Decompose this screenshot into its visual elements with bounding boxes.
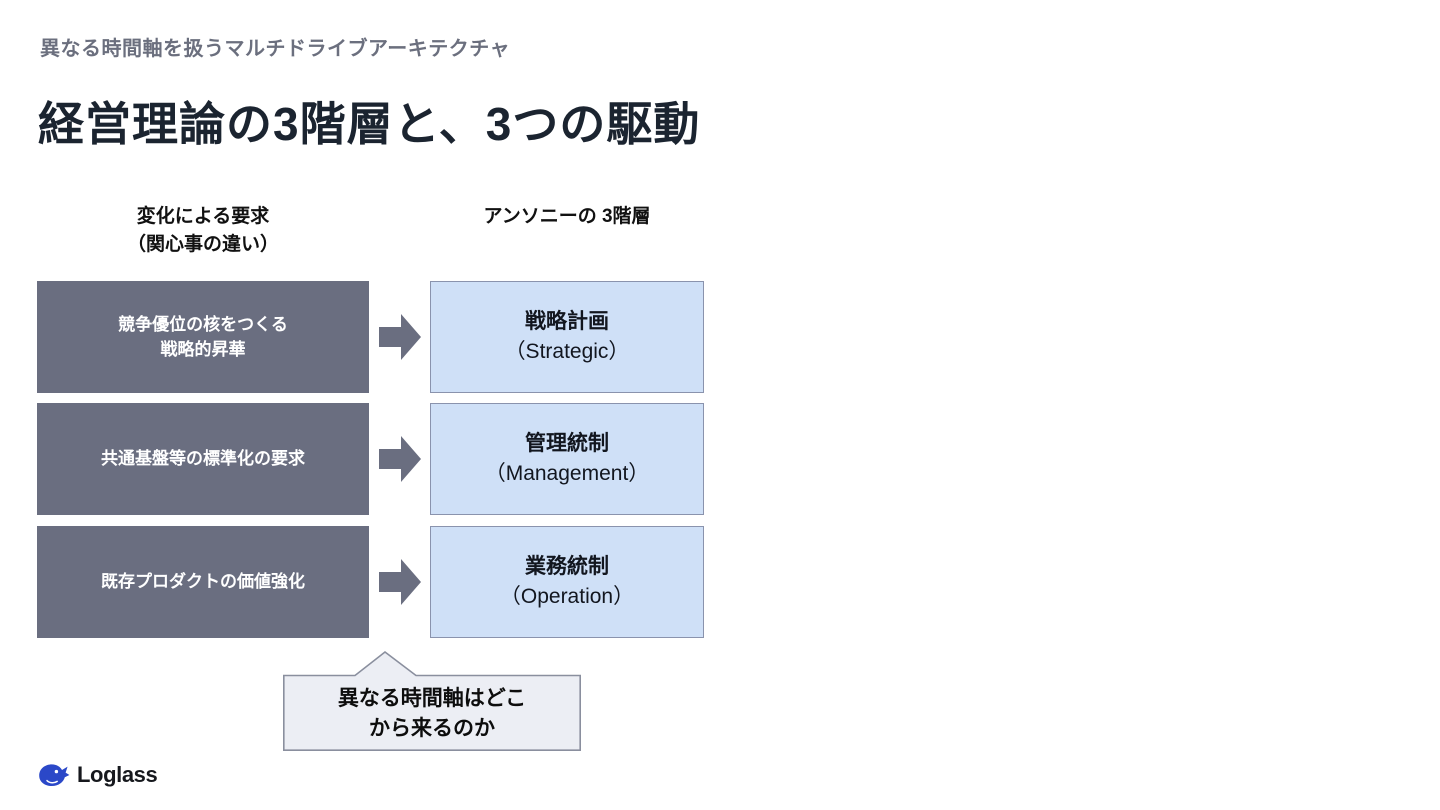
callout-text: 異なる時間軸はどこ から来るのか [283,676,581,751]
page-title: 経営理論の3階層と、3つの駆動 [38,98,701,150]
layer-row: 共通基盤等の標準化の要求 管理統制 （Management） [0,403,1440,515]
slide-eyebrow: 異なる時間軸を扱うマルチドライブアーキテクチャ [40,38,511,60]
demand-box-line1: 共通基盤等の標準化の要求 [101,449,305,469]
callout-line1: 異なる時間軸はどこ [337,686,527,710]
demand-box: 競争優位の核をつくる 戦略的昇華 [37,281,369,393]
demand-box: 既存プロダクトの価値強化 [37,526,369,638]
column-heading-layers-line1: アンソニーの 3階層 [483,206,651,227]
arrow-right-icon [379,559,421,605]
column-heading-demand-line1: 変化による要求 [136,206,270,227]
layer-box-en: （Strategic） [504,340,630,363]
layer-box-en: （Management） [484,462,650,485]
layer-box-en: （Operation） [499,585,635,608]
layer-box-jp: 管理統制 [524,432,609,456]
column-heading-demand: 変化による要求 （関心事の違い） [37,203,369,258]
demand-box: 共通基盤等の標準化の要求 [37,403,369,515]
column-heading-layers: アンソニーの 3階層 [430,203,704,231]
callout-bubble: 異なる時間軸はどこ から来るのか [283,650,581,751]
arrow-right-icon [379,436,421,482]
demand-box-line1: 競争優位の核をつくる [118,314,288,334]
layer-box-jp: 戦略計画 [525,310,609,334]
arrow-right-icon [379,314,421,360]
layer-row: 既存プロダクトの価値強化 業務統制 （Operation） [0,526,1440,638]
layer-box: 業務統制 （Operation） [430,526,704,638]
whale-icon [36,761,70,789]
layer-row: 競争優位の核をつくる 戦略的昇華 戦略計画 （Strategic） [0,281,1440,393]
layer-box: 戦略計画 （Strategic） [430,281,704,393]
layer-box-jp: 業務統制 [524,555,609,579]
brand-name: Loglass [77,762,158,787]
demand-box-line1: 既存プロダクトの価値強化 [101,572,305,592]
brand-logo: Loglass [36,761,158,789]
layer-box: 管理統制 （Management） [430,403,704,515]
column-heading-demand-line2: （関心事の違い） [126,233,279,255]
callout-line2: から来るのか [369,716,495,740]
demand-box-line2: 戦略的昇華 [160,340,246,359]
